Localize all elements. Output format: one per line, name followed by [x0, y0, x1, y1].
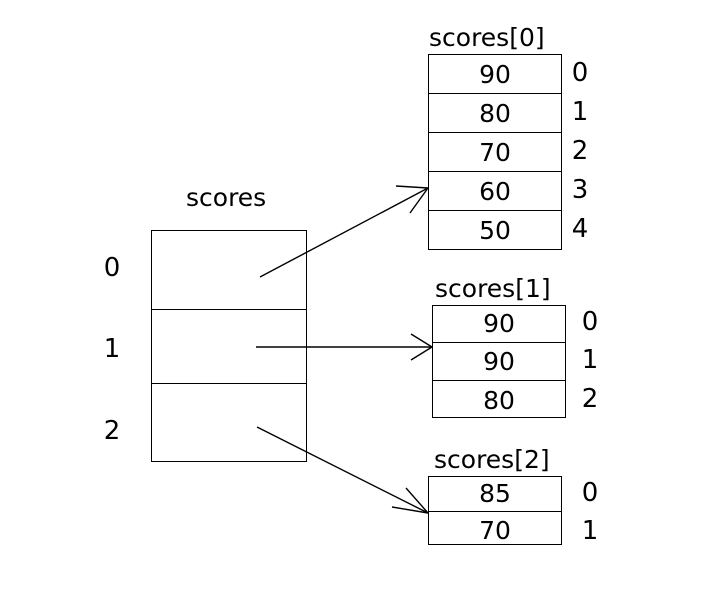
- sub-array-1-index-0: 0: [581, 307, 599, 337]
- sub-array-1-divider-1: [433, 380, 565, 381]
- sub-array-0-divider-3: [429, 210, 561, 211]
- sub-array-0-cell-1[interactable]: 80: [479, 99, 511, 128]
- sub-array-0-cell-4[interactable]: 50: [479, 216, 511, 245]
- main-array-divider-0: [152, 309, 306, 310]
- sub-array-1-index-2: 2: [581, 384, 599, 414]
- sub-array-0-cell-0[interactable]: 90: [479, 60, 511, 89]
- sub-array-1-cell-0[interactable]: 90: [483, 309, 515, 338]
- main-array-divider-1: [152, 383, 306, 384]
- sub-array-0-divider-2: [429, 171, 561, 172]
- sub-array-0-index-0: 0: [571, 58, 589, 88]
- sub-array-0-divider-1: [429, 132, 561, 133]
- sub-array-1-box: [432, 305, 566, 418]
- arrow-scores-2: [256, 426, 429, 514]
- main-array-index-2: 2: [103, 416, 121, 446]
- sub-array-1-index-1: 1: [581, 345, 599, 375]
- sub-array-0-index-2: 2: [571, 136, 589, 166]
- sub-array-0-index-4: 4: [571, 214, 589, 244]
- arrow-scores-1: [256, 333, 433, 361]
- sub-array-2-divider-0: [429, 511, 561, 512]
- sub-array-1-cell-2[interactable]: 80: [483, 386, 515, 415]
- sub-array-2-index-1: 1: [581, 516, 599, 546]
- sub-array-2-cell-0[interactable]: 85: [479, 479, 511, 508]
- main-array-box: [151, 230, 307, 462]
- main-array-index-0: 0: [103, 253, 121, 283]
- sub-array-2-title: scores[2]: [434, 445, 550, 474]
- sub-array-2-index-0: 0: [581, 478, 599, 508]
- sub-array-0-box: [428, 54, 562, 250]
- sub-array-0-cell-3[interactable]: 60: [479, 177, 511, 206]
- main-array-index-1: 1: [103, 334, 121, 364]
- sub-array-1-cell-1[interactable]: 90: [483, 347, 515, 376]
- sub-array-0-cell-2[interactable]: 70: [479, 138, 511, 167]
- sub-array-2-cell-1[interactable]: 70: [479, 516, 511, 545]
- arrow-scores-0: [259, 185, 429, 278]
- sub-array-1-divider-0: [433, 342, 565, 343]
- sub-array-1-title: scores[1]: [435, 274, 551, 303]
- sub-array-0-index-3: 3: [571, 175, 589, 205]
- sub-array-2-box: [428, 476, 562, 545]
- main-array-title: scores: [186, 183, 267, 212]
- sub-array-0-title: scores[0]: [429, 23, 545, 52]
- sub-array-0-divider-0: [429, 93, 561, 94]
- sub-array-0-index-1: 1: [571, 97, 589, 127]
